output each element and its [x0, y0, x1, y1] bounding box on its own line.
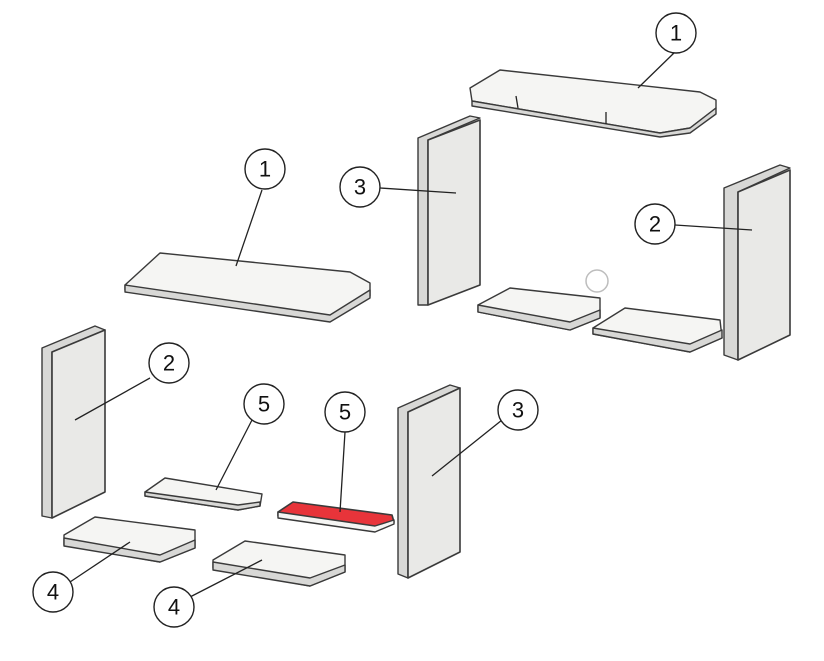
side-brick-back[interactable]	[417, 115, 481, 306]
callout-label: 3	[354, 175, 366, 200]
callout-2-right: 2	[634, 203, 676, 245]
callout-label: 4	[168, 595, 180, 620]
callout-label: 5	[258, 392, 270, 417]
callout-label: 2	[649, 212, 661, 237]
callout-1-top-right: 1	[655, 12, 697, 54]
floor-tile-back-left[interactable]	[477, 287, 601, 331]
side-brick-front[interactable]	[397, 384, 461, 579]
callout-2-left: 2	[148, 342, 190, 384]
callout-4-left: 4	[32, 571, 74, 613]
callout-label: 1	[259, 157, 271, 182]
floor-tile-back-right[interactable]	[592, 307, 723, 353]
baffle-plate-mid-left[interactable]	[124, 252, 371, 323]
side-brick-right[interactable]	[723, 164, 791, 361]
baffle-plate-top-right[interactable]	[469, 69, 717, 138]
side-brick-left[interactable]	[41, 325, 106, 519]
callout-1-mid-left: 1	[244, 148, 286, 190]
callout-4-mid: 4	[153, 586, 195, 628]
callout-label: 5	[339, 400, 351, 425]
callout-3-back: 3	[339, 166, 381, 208]
floor-tile-front-mid[interactable]	[212, 540, 346, 587]
callout-5-highlighted: 5	[324, 391, 366, 433]
callout-5-left: 5	[243, 383, 285, 425]
callout-label: 1	[670, 21, 682, 46]
callout-label: 4	[47, 580, 59, 605]
position-marker-icon	[585, 269, 609, 293]
callout-label: 2	[163, 351, 175, 376]
callout-label: 3	[512, 398, 524, 423]
floor-tile-front-left[interactable]	[63, 516, 196, 563]
grate-bar-left[interactable]	[144, 477, 263, 511]
grate-bar-highlighted[interactable]	[277, 501, 395, 533]
callout-3-front: 3	[497, 389, 539, 431]
